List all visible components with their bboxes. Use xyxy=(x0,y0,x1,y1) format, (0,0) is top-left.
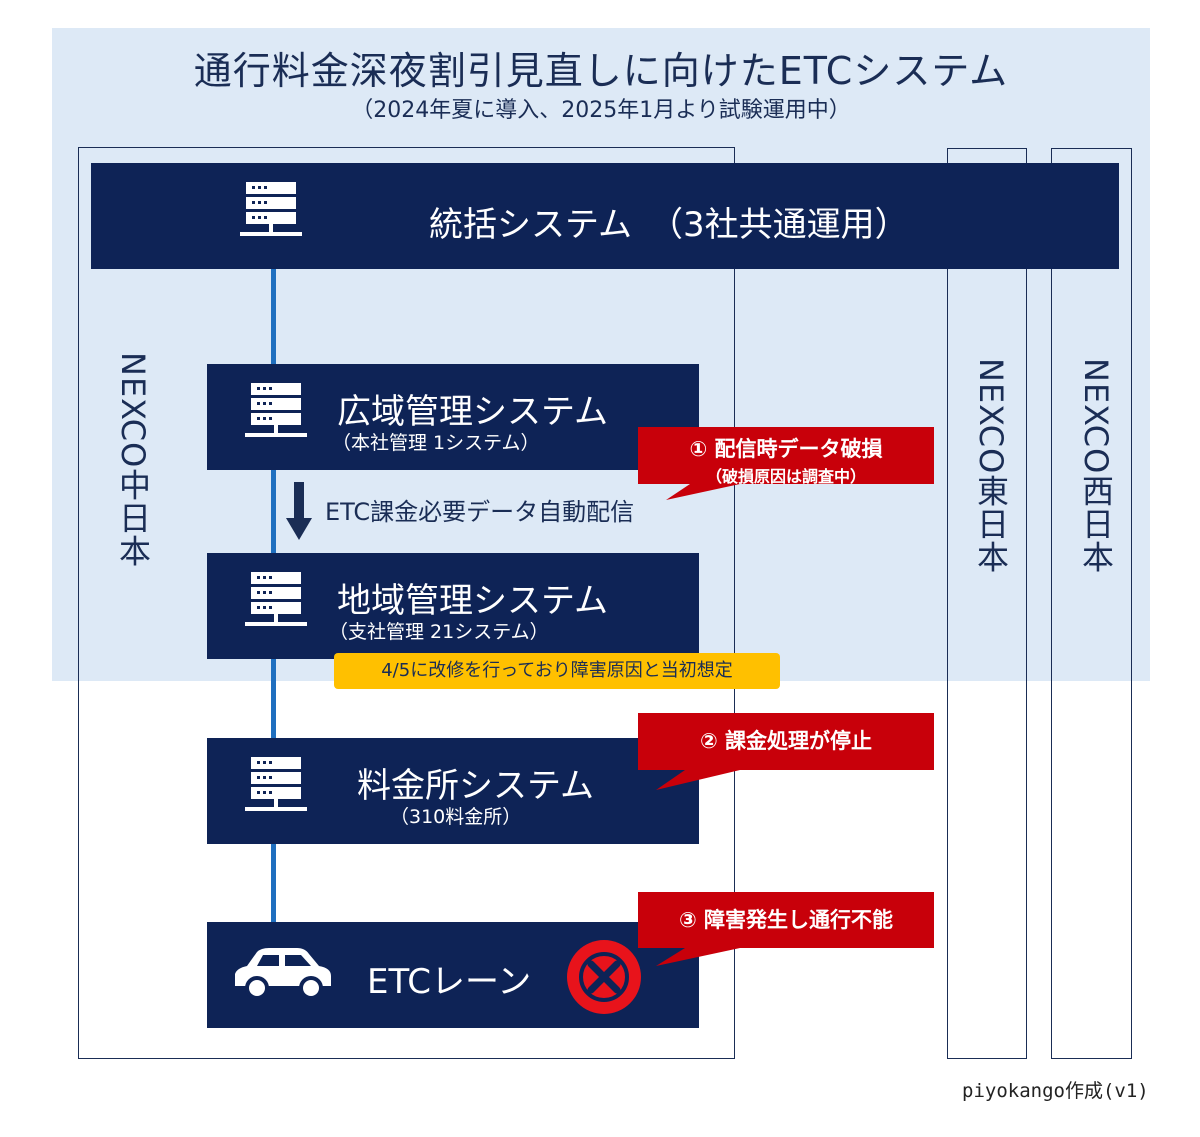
tollbooth-system-name: 料金所システム xyxy=(357,766,594,806)
diagram-subtitle: （2024年夏に導入、2025年1月より試験運用中） xyxy=(351,98,851,123)
callout-2-title: ② 課金処理が停止 xyxy=(699,729,873,753)
nexco-central-label: NEXCO中日本 xyxy=(114,352,152,568)
callout-lane-failure: ③ 障害発生し通行不能 xyxy=(638,892,934,948)
flow-label: ETC課金必要データ自動配信 xyxy=(325,498,635,526)
callout-3-title: ③ 障害発生し通行不能 xyxy=(678,908,894,932)
nexco-west-box xyxy=(1051,148,1132,1059)
tollbooth-system: 料金所システム （310料金所） xyxy=(207,738,699,844)
cause-note: 4/5に改修を行っており障害原因と当初想定 xyxy=(334,653,780,689)
integrated-system-name: 統括システム （3社共通運用） xyxy=(429,205,909,245)
wide-area-system-name: 広域管理システム xyxy=(337,392,608,432)
server-icon xyxy=(245,757,307,825)
nexco-east-label: NEXCO東日本 xyxy=(972,358,1010,574)
nexco-central-box xyxy=(78,147,735,1059)
integrated-system: 統括システム （3社共通運用） xyxy=(91,163,1119,269)
server-icon xyxy=(240,182,302,250)
nexco-west-label: NEXCO西日本 xyxy=(1077,358,1115,574)
callout-1-title: ① 配信時データ破損 xyxy=(689,437,883,461)
stop-icon xyxy=(567,940,641,1014)
diagram-title: 通行料金深夜割引見直しに向けたETCシステム xyxy=(193,49,1009,93)
regional-system-name: 地域管理システム xyxy=(337,581,608,621)
nexco-east-box xyxy=(947,148,1027,1059)
tollbooth-system-sub: （310料金所） xyxy=(390,806,522,828)
callout-data-corruption: ① 配信時データ破損 （破損原因は調査中） xyxy=(638,427,934,486)
etc-lane: ETCレーン xyxy=(207,922,699,1028)
server-icon xyxy=(245,572,307,640)
wide-area-system-sub: （本社管理 1システム） xyxy=(332,432,540,454)
callout-1-sub: （破損原因は調査中） xyxy=(705,467,866,486)
regional-system: 地域管理システム （支社管理 21システム） xyxy=(207,553,699,659)
car-icon xyxy=(235,948,331,1000)
author-credit: piyokango作成(v1) xyxy=(962,1080,1149,1102)
regional-system-sub: （支社管理 21システム） xyxy=(329,621,549,643)
server-icon xyxy=(245,383,307,451)
wide-area-system: 広域管理システム （本社管理 1システム） xyxy=(207,364,699,470)
callout-billing-stopped: ② 課金処理が停止 xyxy=(638,713,934,770)
etc-lane-name: ETCレーン xyxy=(367,962,532,1002)
down-arrow-icon xyxy=(286,482,312,540)
